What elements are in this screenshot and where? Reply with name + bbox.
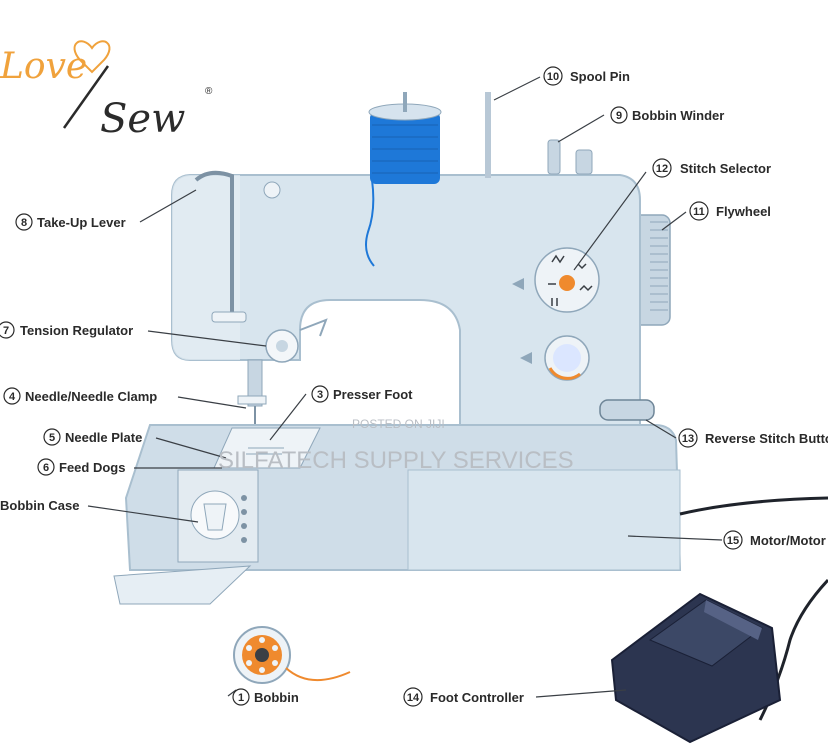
lever-handle <box>211 311 247 323</box>
part-12-label: 12 Stitch Selector <box>652 158 771 178</box>
part-15-label: 15 Motor/Motor Belt <box>723 530 828 550</box>
svg-text:11: 11 <box>693 206 705 218</box>
part-13-label: 13 Reverse Stitch Button <box>678 428 828 448</box>
svg-text:Flywheel: Flywheel <box>716 204 771 219</box>
part-6-label: 6 Feed Dogs <box>37 458 125 476</box>
thread-spool <box>370 112 440 184</box>
svg-text:6: 6 <box>43 462 49 474</box>
svg-text:3: 3 <box>317 389 323 401</box>
brand-logo: Love Sew ® <box>0 40 213 142</box>
foot-controller-illustration <box>610 592 782 744</box>
part-10-label: 10 Spool Pin <box>543 66 630 86</box>
svg-text:15: 15 <box>727 535 739 547</box>
part-9-label: 9 Bobbin Winder <box>610 106 724 124</box>
watermark: POSTED ON JIJI SILFATECH SUPPLY SERVICES <box>218 417 574 474</box>
stitch-length-dial-face <box>553 344 581 372</box>
part-1-label: 1 Bobbin <box>232 688 299 706</box>
spool-thread-lines <box>372 124 438 174</box>
machine-head <box>172 175 240 360</box>
heart-icon <box>73 40 111 74</box>
part-4-label: 4 Needle/Needle Clamp <box>3 387 157 405</box>
svg-text:12: 12 <box>656 163 668 175</box>
bobbin-winder-stop <box>575 149 593 175</box>
bobbin-illustration <box>233 626 351 684</box>
svg-text:Take-Up Lever: Take-Up Lever <box>37 215 126 230</box>
flywheel-grips <box>650 221 668 311</box>
svg-text:13: 13 <box>682 433 694 445</box>
feed-dogs <box>246 447 284 455</box>
svg-text:Feed Dogs: Feed Dogs <box>59 460 125 475</box>
svg-text:Motor/Motor Belt: Motor/Motor Belt <box>750 533 828 548</box>
svg-text:Stitch Selector: Stitch Selector <box>680 161 771 176</box>
svg-text:5: 5 <box>49 432 55 444</box>
svg-text:Bobbin Case: Bobbin Case <box>0 498 79 513</box>
svg-text:Presser Foot: Presser Foot <box>333 387 413 402</box>
motor-cable <box>679 496 828 516</box>
svg-text:4: 4 <box>9 391 16 403</box>
take-up-lever <box>194 170 234 320</box>
svg-text:10: 10 <box>547 71 559 83</box>
part-14-label: 14 Foot Controller <box>403 687 524 707</box>
accessory-drawer <box>113 565 252 605</box>
svg-text:Needle/Needle Clamp: Needle/Needle Clamp <box>25 389 157 404</box>
part-labels: 1 Bobbin Bobbin Case 3 Presser Foot 4 Ne… <box>0 66 828 707</box>
dial-arc <box>548 367 581 380</box>
logo-slash <box>62 65 110 129</box>
tension-dial-center <box>276 340 288 352</box>
logo-sew-text: Sew <box>100 96 185 142</box>
bobbin-winder <box>547 139 561 175</box>
svg-text:Tension Regulator: Tension Regulator <box>20 323 133 338</box>
base-front-panel <box>407 469 681 571</box>
reverse-stitch-button <box>599 399 655 421</box>
thread-guide <box>263 181 281 199</box>
svg-text:9: 9 <box>616 110 622 122</box>
svg-text:Needle Plate: Needle Plate <box>65 430 142 445</box>
svg-text:Bobbin Winder: Bobbin Winder <box>632 108 724 123</box>
svg-text:14: 14 <box>407 692 420 704</box>
thread-strand <box>365 179 375 267</box>
svg-text:Reverse Stitch Button: Reverse Stitch Button <box>705 431 828 446</box>
part-7-label: 7 Tension Regulator <box>0 321 133 339</box>
logo-love-text: Love <box>0 46 87 87</box>
needle-clamp <box>237 395 267 405</box>
registered-mark: ® <box>205 86 213 97</box>
selector-pointer <box>512 278 524 290</box>
watermark-company: SILFATECH SUPPLY SERVICES <box>218 447 574 474</box>
length-pointer <box>520 352 532 364</box>
part-8-label: 8 Take-Up Lever <box>15 213 126 231</box>
sewing-machine-illustration <box>113 92 828 721</box>
svg-text:7: 7 <box>3 325 9 337</box>
part-3-label: 3 Presser Foot <box>311 385 413 403</box>
svg-text:Bobbin: Bobbin <box>254 690 299 705</box>
part-5-label: 5 Needle Plate <box>43 428 142 446</box>
thread-hook <box>299 318 328 337</box>
part-11-label: 11 Flywheel <box>689 201 771 221</box>
leader-lines <box>87 76 723 698</box>
part-2-label: Bobbin Case <box>0 498 79 513</box>
stitch-selector-center <box>559 275 575 291</box>
svg-text:1: 1 <box>238 692 244 704</box>
svg-text:Foot Controller: Foot Controller <box>430 690 524 705</box>
watermark-posted: POSTED ON JIJI <box>352 417 445 431</box>
svg-text:Spool Pin: Spool Pin <box>570 69 630 84</box>
stitch-pattern-icons <box>548 254 593 306</box>
svg-text:8: 8 <box>21 217 27 229</box>
bobbin-case-latch <box>203 503 227 531</box>
